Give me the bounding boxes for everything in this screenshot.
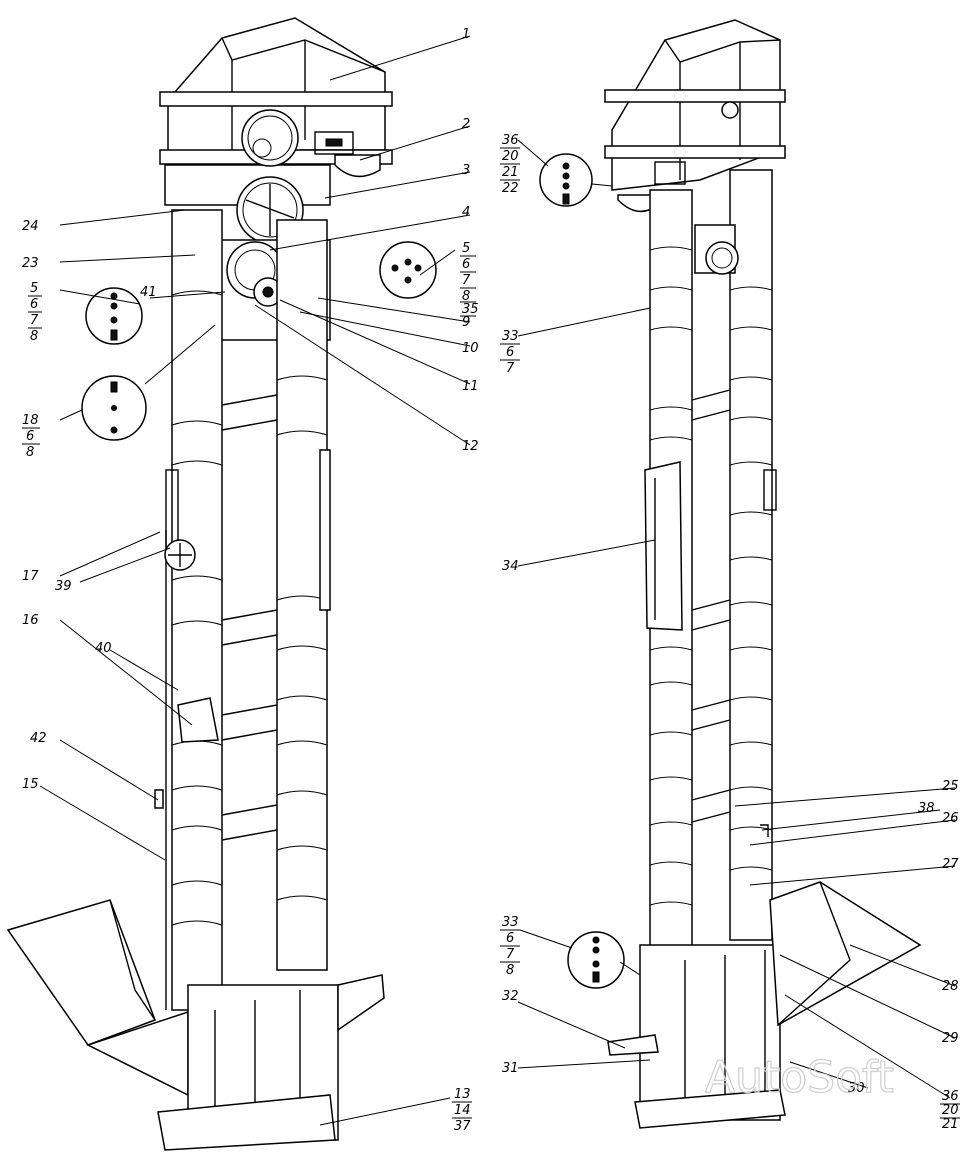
part-label: 6 [462, 257, 470, 272]
part-label: 6 [506, 345, 514, 360]
part-label: 7 [462, 273, 471, 288]
part-label: 23 [22, 256, 39, 271]
part-label: 41 [140, 285, 157, 300]
left-elevator-view: 1 2 3 4 5 6 7 8 35 9 10 11 12 24 23 5 6 … [6, 17, 479, 1151]
part-label: 4 [462, 205, 470, 220]
part-label: 29 [942, 1031, 959, 1046]
part-label: 21 [502, 165, 519, 180]
right-leader-lines [517, 139, 956, 1099]
part-label: 7 [506, 947, 515, 962]
part-label: 26 [942, 811, 959, 826]
part-label: 40 [95, 641, 112, 656]
part-label: 3 [462, 163, 470, 178]
part-label: 28 [942, 979, 959, 994]
part-label: 2 [462, 117, 470, 132]
part-label: 22 [502, 181, 519, 196]
part-label: 6 [26, 429, 34, 444]
part-label: 7 [506, 361, 515, 376]
right-columns [644, 169, 777, 991]
part-label: 37 [454, 1119, 471, 1134]
part-label: 8 [506, 963, 514, 978]
part-label: 6 [506, 931, 514, 946]
part-label: 5 [30, 281, 38, 296]
part-label: 13 [454, 1087, 471, 1102]
left-callout-details [81, 241, 437, 441]
part-label: 32 [502, 989, 519, 1004]
part-label: 1 [462, 27, 470, 42]
part-label: 24 [22, 219, 39, 234]
right-motor [694, 224, 739, 275]
part-label: 8 [30, 329, 38, 344]
part-label: 14 [454, 1103, 471, 1118]
part-label: 27 [942, 857, 959, 872]
right-part-labels: 36 20 21 22 33 6 7 34 25 38 26 27 33 6 7… [502, 133, 959, 1132]
right-head-housing [604, 19, 786, 213]
left-columns [165, 209, 331, 1011]
part-label: 6 [30, 297, 38, 312]
part-label: 34 [502, 559, 519, 574]
part-label: 30 [848, 1081, 865, 1096]
part-label: 7 [30, 313, 39, 328]
part-label: 20 [942, 1103, 959, 1118]
part-label: 21 [942, 1117, 959, 1132]
part-label: 8 [26, 445, 34, 460]
part-label: 17 [22, 569, 39, 584]
right-callout-details [539, 153, 625, 989]
part-label: 36 [502, 133, 519, 148]
left-boot-and-hopper [6, 899, 385, 1151]
part-label: 16 [22, 613, 39, 628]
watermark: AutoSoft [705, 1052, 894, 1103]
part-label: 31 [502, 1061, 519, 1076]
part-label: 33 [502, 329, 519, 344]
part-label: 12 [462, 439, 479, 454]
right-boot-and-hopper [607, 881, 922, 1129]
label-stack-rules [22, 147, 960, 1119]
part-label: 35 [462, 302, 479, 317]
part-label: 25 [942, 779, 959, 794]
part-label: 10 [462, 341, 479, 356]
left-part-labels: 1 2 3 4 5 6 7 8 35 9 10 11 12 24 23 5 6 … [22, 27, 479, 1134]
right-elevator-view: 36 20 21 22 33 6 7 34 25 38 26 27 33 6 7… [502, 19, 959, 1132]
left-tensioner [154, 539, 219, 809]
part-label: 5 [462, 241, 470, 256]
part-label: 18 [22, 413, 39, 428]
part-label: 42 [30, 731, 47, 746]
part-label: 39 [55, 579, 72, 594]
part-label: 9 [462, 315, 470, 330]
part-label: 20 [502, 149, 519, 164]
left-leader-lines [39, 35, 471, 1126]
part-label: 11 [462, 379, 479, 394]
part-label: 8 [462, 289, 470, 304]
part-label: 38 [918, 801, 935, 816]
part-label: 36 [942, 1089, 959, 1104]
part-label: 15 [22, 777, 39, 792]
part-label: 33 [502, 915, 519, 930]
